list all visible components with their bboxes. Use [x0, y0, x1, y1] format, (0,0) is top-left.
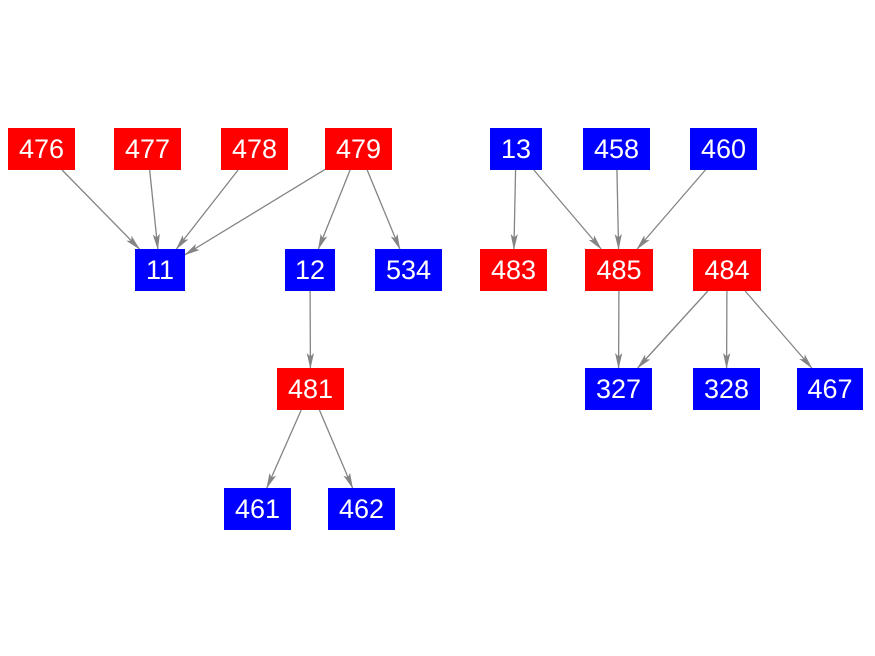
graph-node-483[interactable]: 483 [480, 249, 547, 291]
graph-node-12[interactable]: 12 [285, 249, 335, 291]
graph-edge-479-12 [317, 169, 351, 250]
graph-edge-458-485 [614, 169, 622, 250]
graph-edge-478-11 [175, 169, 239, 250]
graph-node-485[interactable]: 485 [585, 249, 653, 291]
graph-edge-479-534 [366, 169, 401, 250]
graph-node-479[interactable]: 479 [325, 128, 392, 170]
graph-node-477[interactable]: 477 [114, 128, 181, 170]
graph-edge-460-485 [636, 169, 706, 250]
graph-node-13[interactable]: 13 [490, 128, 542, 170]
graph-node-481[interactable]: 481 [277, 368, 344, 410]
graph-edge-484-327 [636, 290, 709, 369]
graph-edge-479-11 [184, 168, 326, 256]
graph-node-534[interactable]: 534 [375, 249, 442, 291]
graph-node-478[interactable]: 478 [221, 128, 288, 170]
graph-node-467[interactable]: 467 [797, 368, 863, 410]
graph-node-328[interactable]: 328 [693, 368, 760, 410]
graph-node-458[interactable]: 458 [583, 128, 650, 170]
graph-node-327[interactable]: 327 [585, 368, 652, 410]
graph-node-461[interactable]: 461 [224, 488, 291, 530]
graph-edge-13-483 [510, 169, 518, 250]
graph-edge-481-461 [266, 409, 302, 489]
graph-edge-13-485 [533, 169, 602, 250]
graph-node-476[interactable]: 476 [8, 128, 75, 170]
graph-node-11[interactable]: 11 [135, 249, 185, 291]
graph-edge-477-11 [149, 169, 160, 250]
graph-node-460[interactable]: 460 [690, 128, 757, 170]
graph-edge-484-467 [744, 290, 813, 369]
graph-node-462[interactable]: 462 [328, 488, 395, 530]
graph-edge-476-11 [61, 169, 141, 250]
graph-edge-481-462 [318, 409, 354, 489]
graph-node-484[interactable]: 484 [693, 249, 761, 291]
